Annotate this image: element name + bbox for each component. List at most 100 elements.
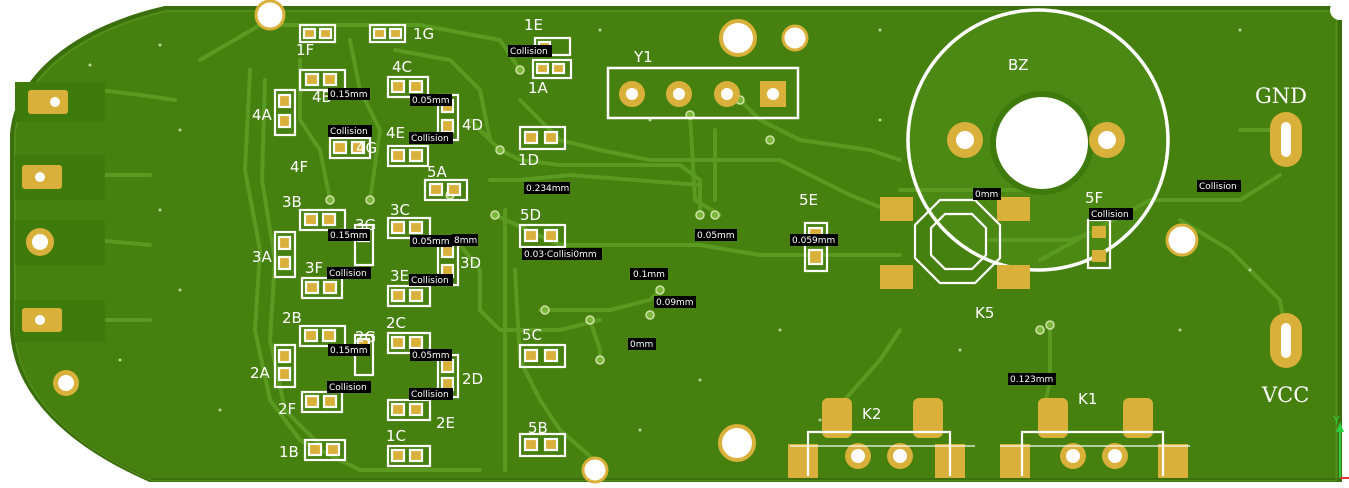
label-vcc: VCC bbox=[1261, 383, 1309, 407]
label-4e: 4E bbox=[386, 124, 405, 142]
drc-marker: Collision bbox=[1089, 208, 1133, 220]
y1-header bbox=[606, 66, 800, 120]
label-4d: 4D bbox=[462, 116, 483, 134]
svg-text:Collision: Collision bbox=[329, 383, 367, 393]
k1-switch bbox=[1000, 398, 1190, 478]
label-2c: 2C bbox=[386, 314, 406, 332]
svg-text:Collision: Collision bbox=[1199, 182, 1237, 192]
drc-marker: Collision bbox=[409, 274, 453, 286]
drc-marker: 0.09mm bbox=[654, 296, 696, 308]
edge-connector bbox=[15, 82, 105, 396]
drc-marker: 0.234mm bbox=[524, 182, 570, 194]
drc-marker: 0.05mm bbox=[410, 235, 452, 247]
drc-marker: 0.03·Collisi0mm bbox=[522, 248, 602, 260]
label-k5: K5 bbox=[975, 304, 994, 322]
drc-marker: 0.1mm bbox=[630, 268, 668, 280]
k2-switch bbox=[788, 398, 975, 478]
svg-text:0.05mm: 0.05mm bbox=[412, 96, 450, 106]
svg-text:0mm: 0mm bbox=[975, 190, 998, 200]
label-5b: 5B bbox=[528, 419, 548, 437]
drc-marker: 0.059mm bbox=[790, 234, 838, 246]
drc-marker: Collision bbox=[508, 45, 552, 57]
drc-marker: 0.15mm bbox=[328, 344, 370, 356]
label-3a: 3A bbox=[252, 248, 273, 266]
label-1c: 1C bbox=[386, 427, 406, 445]
drc-marker: 0.05mm bbox=[410, 94, 452, 106]
label-1a: 1A bbox=[528, 79, 549, 97]
drc-marker: 0mm bbox=[973, 188, 1001, 200]
svg-text:Collision: Collision bbox=[329, 269, 367, 279]
label-k1: K1 bbox=[1078, 390, 1097, 408]
svg-text:0.05mm: 0.05mm bbox=[412, 237, 450, 247]
svg-text:Collision: Collision bbox=[411, 276, 449, 286]
drc-marker: Collision bbox=[328, 125, 372, 137]
label-2e: 2E bbox=[436, 414, 455, 432]
drc-marker: 0.123mm bbox=[1008, 373, 1056, 385]
svg-text:Collision: Collision bbox=[510, 47, 548, 57]
svg-text:0mm: 0mm bbox=[630, 340, 653, 350]
buzzer-footprint bbox=[906, 8, 1170, 272]
silkscreen-labels: BZ Y1 K5 K2 K1 GND VCC 5E 5F 1E 1A 1D 1F… bbox=[250, 16, 1309, 461]
svg-text:Collision: Collision bbox=[1091, 210, 1129, 220]
label-3e: 3E bbox=[390, 267, 409, 285]
svg-text:0.15mm: 0.15mm bbox=[330, 231, 368, 241]
drc-marker: 8mm bbox=[452, 234, 478, 246]
svg-text:0.059mm: 0.059mm bbox=[792, 236, 835, 246]
label-k2: K2 bbox=[862, 405, 881, 423]
label-3b: 3B bbox=[282, 193, 302, 211]
drc-marker: Collision bbox=[409, 388, 453, 400]
label-gnd: GND bbox=[1255, 84, 1307, 108]
svg-text:0.123mm: 0.123mm bbox=[1010, 375, 1053, 385]
label-5a: 5A bbox=[427, 163, 448, 181]
drc-marker: Collision bbox=[1197, 180, 1241, 192]
label-2f: 2F bbox=[278, 400, 296, 418]
label-3c: 3C bbox=[390, 201, 410, 219]
label-4b: 4B bbox=[312, 88, 332, 106]
label-2a: 2A bbox=[250, 364, 271, 382]
svg-text:8mm: 8mm bbox=[454, 236, 477, 246]
svg-text:0.15mm: 0.15mm bbox=[330, 90, 368, 100]
svg-text:0.05mm: 0.05mm bbox=[412, 351, 450, 361]
label-4a: 4A bbox=[252, 106, 273, 124]
label-2d: 2D bbox=[462, 370, 483, 388]
label-3d: 3D bbox=[460, 254, 481, 272]
label-2g: 2G bbox=[355, 328, 376, 346]
svg-text:0.09mm: 0.09mm bbox=[656, 298, 694, 308]
drc-marker: Collision bbox=[327, 267, 371, 279]
drc-marker: 0.15mm bbox=[328, 88, 370, 100]
svg-text:0.234mm: 0.234mm bbox=[526, 184, 569, 194]
svg-text:Collision: Collision bbox=[330, 127, 368, 137]
drc-marker: Collision bbox=[327, 381, 371, 393]
drc-markers: Collision 0.15mm 0.05mm Collision Collis… bbox=[327, 45, 1241, 400]
label-4c: 4C bbox=[392, 58, 412, 76]
label-1e: 1E bbox=[524, 16, 543, 34]
power-pads bbox=[1270, 112, 1302, 368]
axis-y-label: Y bbox=[1332, 414, 1340, 427]
label-1g: 1G bbox=[413, 25, 434, 43]
mounting-holes bbox=[254, 0, 1349, 484]
drc-marker: 0.05mm bbox=[695, 229, 737, 241]
label-5e: 5E bbox=[799, 191, 818, 209]
drc-marker: 0mm bbox=[628, 338, 656, 350]
label-2b: 2B bbox=[282, 309, 302, 327]
label-bz: BZ bbox=[1008, 56, 1029, 74]
label-5c: 5C bbox=[522, 326, 542, 344]
svg-text:Collision: Collision bbox=[411, 390, 449, 400]
label-1d: 1D bbox=[518, 151, 539, 169]
vias bbox=[325, 65, 1055, 365]
label-3f: 3F bbox=[305, 259, 323, 277]
label-5d: 5D bbox=[520, 206, 541, 224]
drc-marker: Collision bbox=[409, 132, 453, 144]
svg-text:0.03·Collisi0mm: 0.03·Collisi0mm bbox=[524, 250, 597, 260]
label-1f: 1F bbox=[296, 41, 314, 59]
drc-marker: 0.05mm bbox=[410, 349, 452, 361]
label-4g: 4G bbox=[356, 139, 377, 157]
label-y1: Y1 bbox=[633, 48, 653, 66]
label-5f: 5F bbox=[1085, 189, 1103, 207]
label-1b: 1B bbox=[279, 443, 299, 461]
label-4f: 4F bbox=[290, 158, 308, 176]
svg-text:0.1mm: 0.1mm bbox=[633, 270, 665, 280]
drc-marker: 0.15mm bbox=[328, 229, 370, 241]
svg-text:Collision: Collision bbox=[411, 134, 449, 144]
